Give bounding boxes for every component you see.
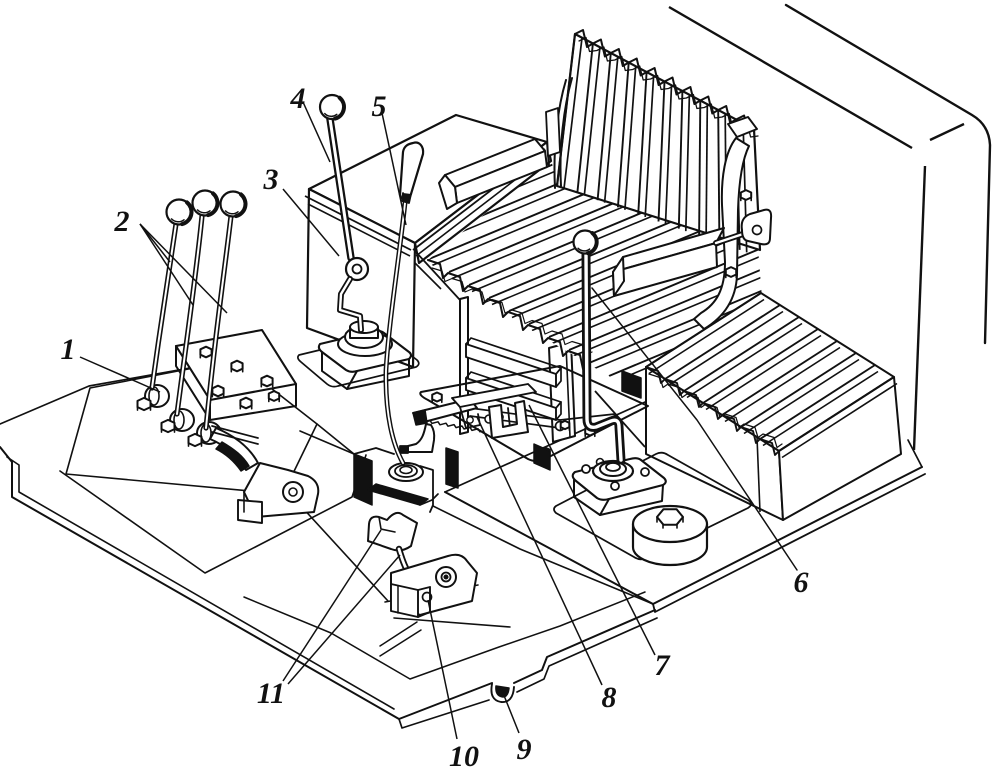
svg-text:8: 8 bbox=[602, 681, 617, 714]
svg-text:2: 2 bbox=[114, 205, 130, 238]
svg-text:9: 9 bbox=[517, 733, 532, 766]
svg-text:11: 11 bbox=[257, 677, 285, 710]
svg-text:1: 1 bbox=[61, 333, 76, 366]
svg-text:7: 7 bbox=[655, 649, 671, 682]
svg-text:5: 5 bbox=[372, 90, 387, 123]
svg-text:10: 10 bbox=[449, 740, 479, 773]
svg-text:4: 4 bbox=[290, 82, 306, 115]
svg-text:6: 6 bbox=[794, 566, 809, 599]
svg-text:3: 3 bbox=[263, 163, 279, 196]
